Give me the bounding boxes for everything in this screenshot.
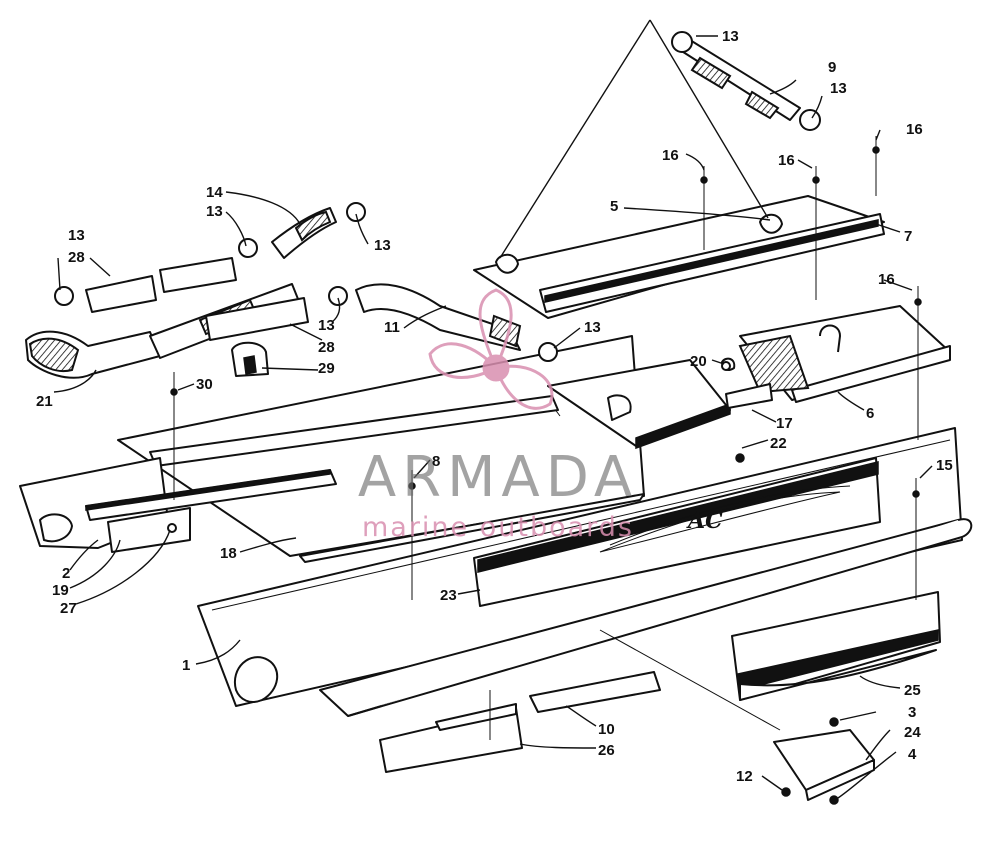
- callout-30: 30: [196, 376, 213, 393]
- callout-29: 29: [318, 360, 335, 377]
- callout-21: 21: [36, 393, 53, 410]
- callout-13: 13: [374, 237, 391, 254]
- part-18-floor-plate: [117, 335, 645, 563]
- watermark: ARMADA marine outboards: [358, 288, 638, 543]
- part-2-left-rail: [19, 457, 337, 553]
- decal-text: AC: [686, 508, 723, 534]
- part-11-hose: [355, 283, 522, 351]
- part-10-plate: [529, 671, 661, 713]
- callout-13: 13: [318, 317, 335, 334]
- part-28-hose-lower: [205, 297, 309, 341]
- callout-23: 23: [440, 587, 457, 604]
- callout-16: 16: [778, 152, 795, 169]
- callout-20: 20: [690, 353, 707, 370]
- callout-28: 28: [68, 249, 85, 266]
- part-25-skid: [731, 591, 941, 701]
- part-5-upper-panel: [473, 195, 885, 319]
- callout-26: 26: [598, 742, 615, 759]
- part-26-angle-bracket: [379, 703, 523, 773]
- callout-13: 13: [722, 28, 739, 45]
- callout-6: 6: [866, 405, 874, 422]
- callout-18: 18: [220, 545, 237, 562]
- callout-12: 12: [736, 768, 753, 785]
- callout-16: 16: [662, 147, 679, 164]
- part-14-hose: [271, 207, 337, 259]
- callout-24: 24: [904, 724, 921, 741]
- leader-lines: [53, 19, 933, 799]
- callout-27: 27: [60, 600, 77, 617]
- callout-19: 19: [52, 582, 69, 599]
- callout-14: 14: [206, 184, 223, 201]
- callout-13: 13: [206, 203, 223, 220]
- callout-2: 2: [62, 565, 70, 582]
- callout-13: 13: [68, 227, 85, 244]
- callout-10: 10: [598, 721, 615, 738]
- watermark-propeller-icon: [428, 288, 554, 410]
- callout-28: 28: [318, 339, 335, 356]
- callout-16: 16: [878, 271, 895, 288]
- callout-labels: 13 9 13 16 16 16 14 13 5 7 13 13 28 16 1…: [36, 28, 953, 785]
- callout-5: 5: [610, 198, 618, 215]
- callout-25: 25: [904, 682, 921, 699]
- part-6-heat-exchanger: [738, 305, 951, 403]
- callout-3: 3: [908, 704, 916, 721]
- callout-22: 22: [770, 435, 787, 452]
- hose-clamps: [54, 31, 821, 362]
- callout-7: 7: [904, 228, 912, 245]
- watermark-tagline: marine outboards: [362, 512, 634, 543]
- callout-16: 16: [906, 121, 923, 138]
- watermark-brand: ARMADA: [358, 445, 638, 510]
- callout-1: 1: [182, 657, 190, 674]
- callout-8: 8: [432, 453, 440, 470]
- part-9-hose: [679, 39, 801, 121]
- callout-11: 11: [384, 319, 400, 336]
- part-28-hose-upper: [85, 257, 237, 313]
- part-29-clamp-block: [231, 341, 269, 377]
- callout-13: 13: [584, 319, 601, 336]
- callout-4: 4: [908, 746, 917, 763]
- callout-17: 17: [776, 415, 793, 432]
- callout-9: 9: [828, 59, 836, 76]
- callout-15: 15: [936, 457, 953, 474]
- callout-13: 13: [830, 80, 847, 97]
